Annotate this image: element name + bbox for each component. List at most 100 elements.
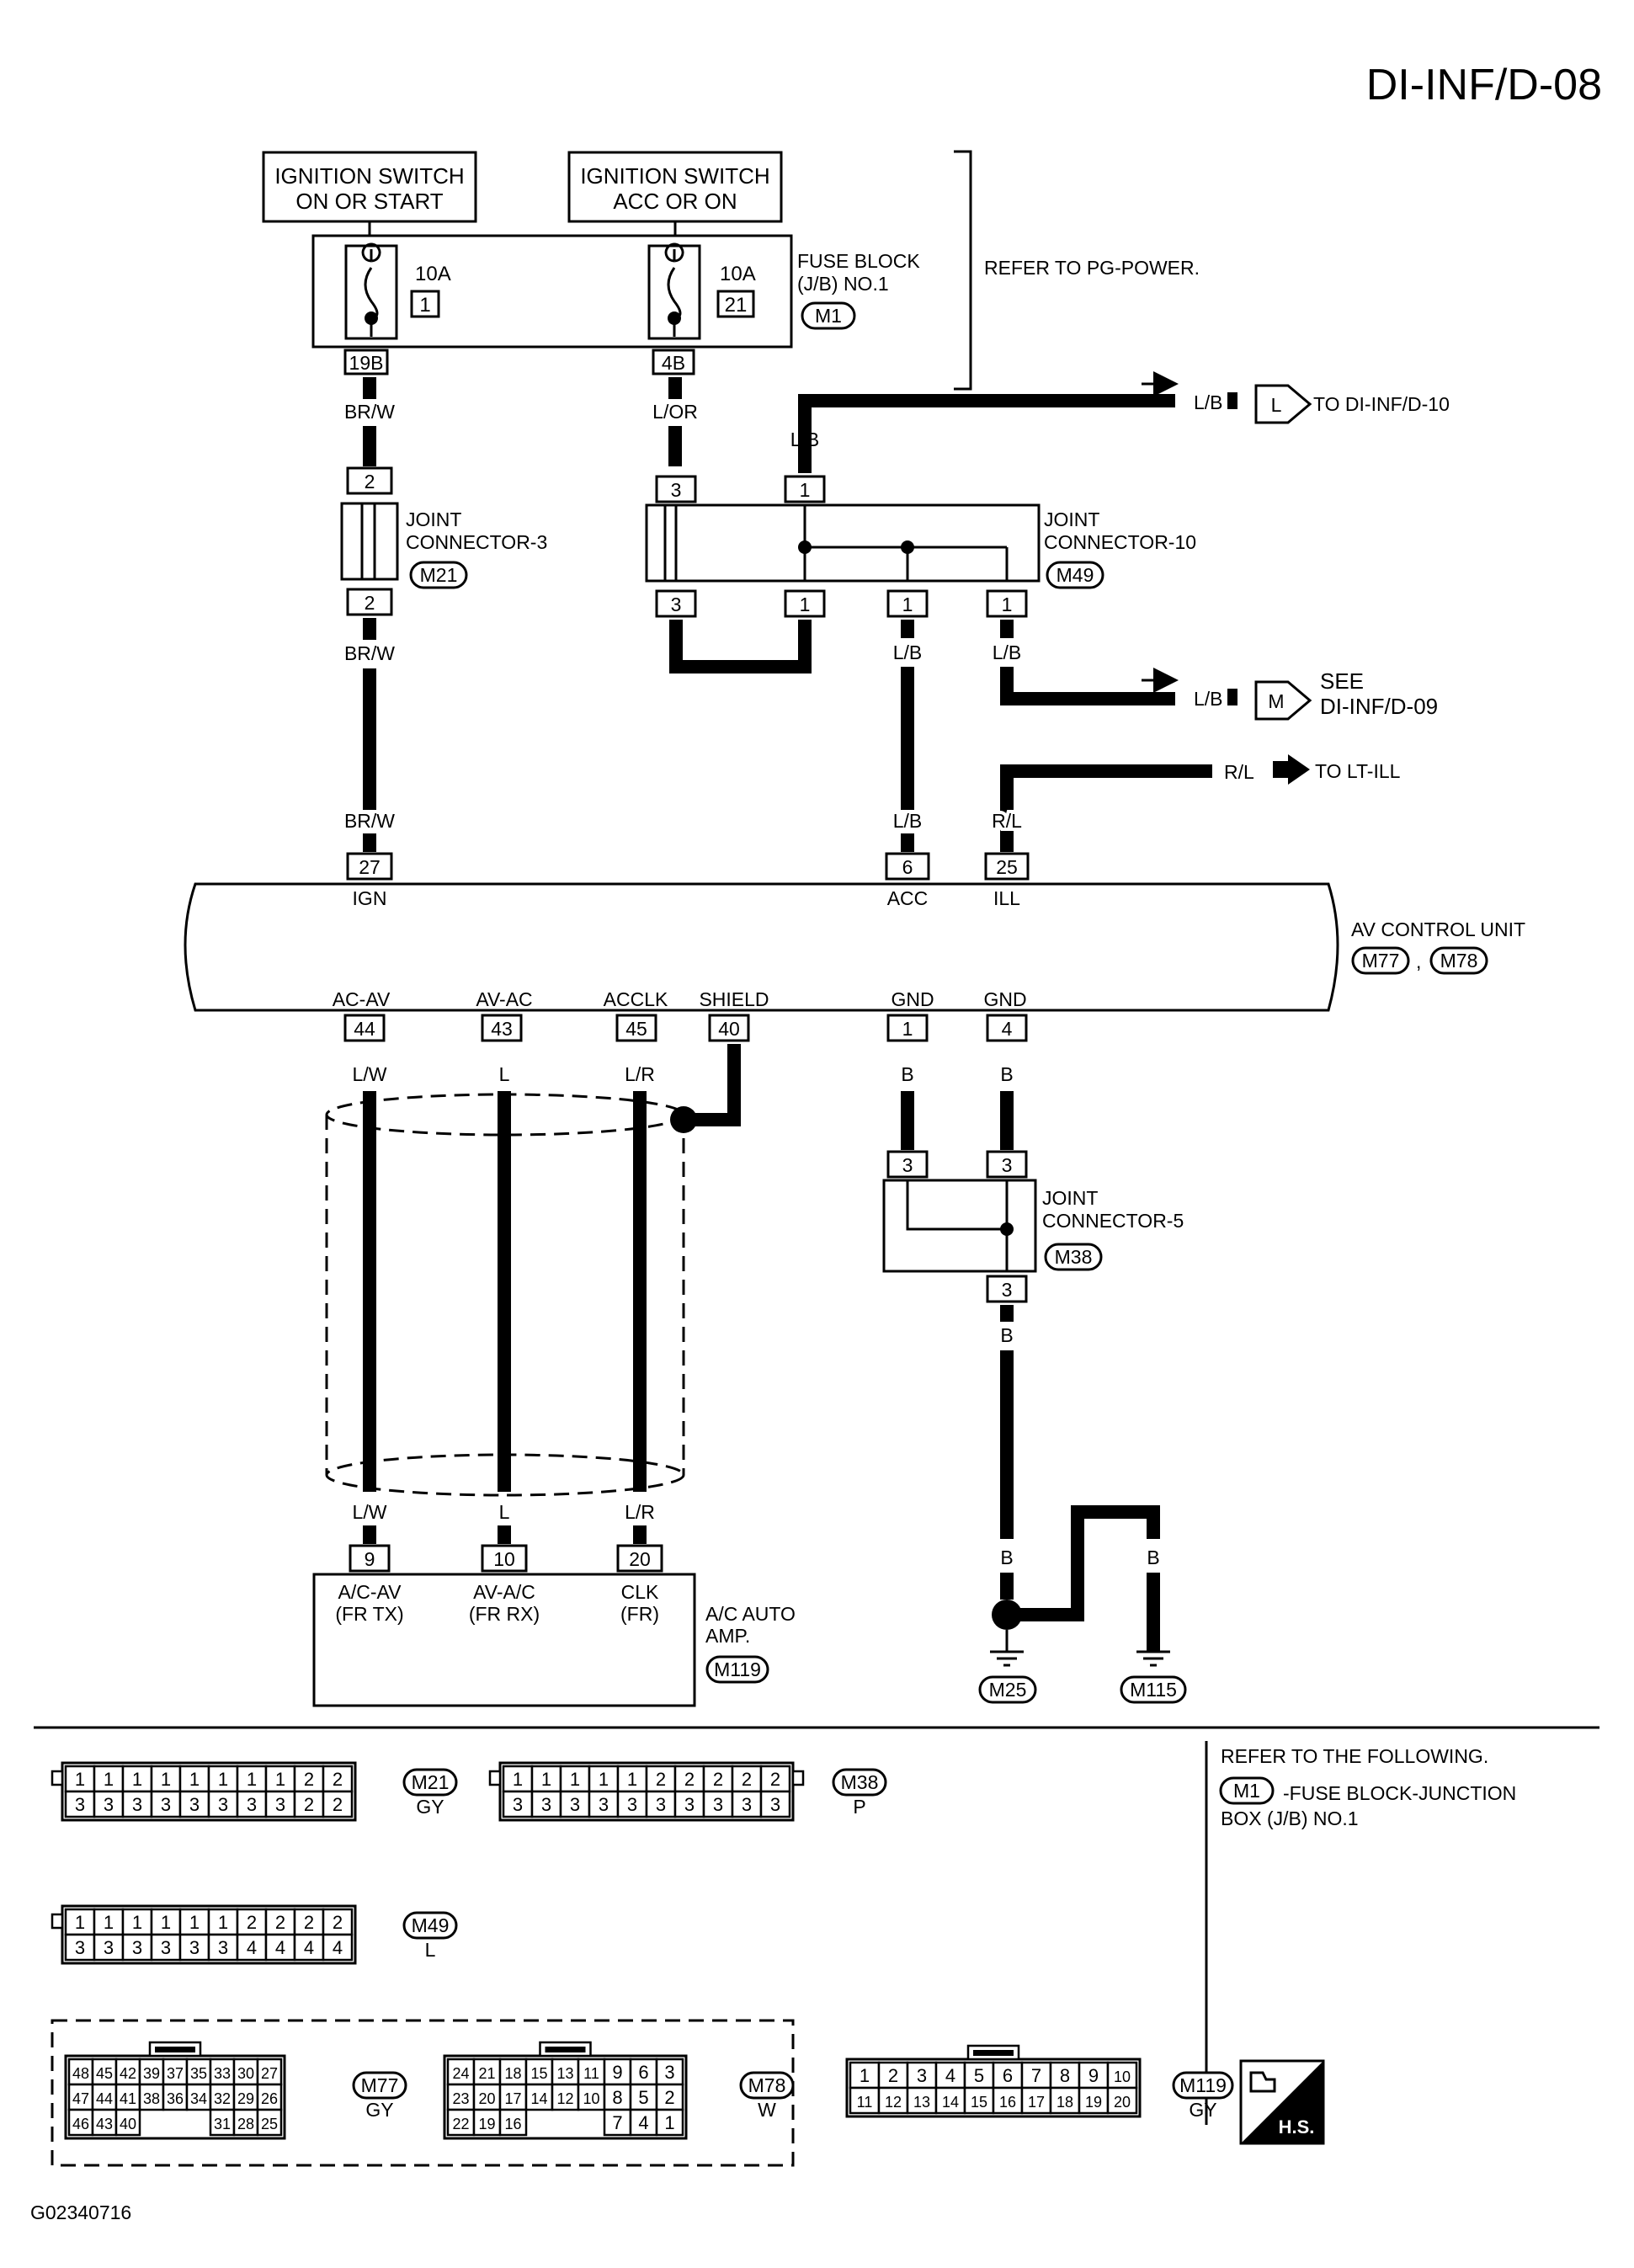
svg-text:4: 4 (247, 1937, 257, 1958)
ground-m115-icon: M115 (1120, 1650, 1187, 1704)
svg-text:1: 1 (902, 594, 913, 615)
connector-pin: 3 (502, 1790, 534, 1818)
svg-text:2: 2 (365, 471, 375, 492)
svg-text:1: 1 (132, 1912, 142, 1933)
svg-text:28: 28 (237, 2116, 254, 2132)
power-source-2-line1: IGNITION SWITCH (580, 163, 769, 189)
connector-color: GY (416, 1796, 444, 1818)
term-gnd-1: GND (891, 988, 934, 1010)
wire-label-b-1: B (901, 1063, 913, 1085)
svg-text:1: 1 (800, 479, 811, 501)
svg-text:3: 3 (570, 1794, 580, 1815)
svg-text:10: 10 (583, 2090, 599, 2107)
svg-text:38: 38 (143, 2090, 160, 2107)
connector-pin: 36 (162, 2083, 189, 2111)
jc5-label-1: JOINT (1042, 1187, 1098, 1209)
svg-text:1: 1 (541, 1769, 551, 1790)
connector-pin: 18 (1049, 2086, 1081, 2115)
connector-pin: 3 (150, 1790, 182, 1818)
svg-text:3: 3 (917, 2065, 927, 2086)
wire-label-lb-m: L/B (993, 642, 1022, 663)
connector-pin: 2 (673, 1765, 705, 1793)
connector-id: M38 (841, 1771, 879, 1793)
av-connector-separator: , (1416, 950, 1421, 972)
connector-pin: 15 (524, 2058, 554, 2086)
svg-text:1: 1 (189, 1912, 200, 1933)
connector-pin: 1 (150, 1765, 182, 1793)
svg-text:34: 34 (190, 2090, 207, 2107)
figure-id: G02340716 (30, 2201, 131, 2223)
term-av-ac: AV-AC (476, 988, 532, 1010)
svg-text:3: 3 (104, 1937, 114, 1958)
connector-pin: 1 (121, 1765, 153, 1793)
connector-pin: 38 (138, 2083, 165, 2111)
power-source-2-line2: ACC OR ON (613, 189, 737, 214)
offpage-2-symbol: M (1268, 690, 1284, 712)
offpage-3-wire: R/L (1224, 761, 1254, 783)
svg-text:1: 1 (247, 1769, 257, 1790)
connector-pin: 3 (655, 2058, 684, 2086)
wire-label-lw-2: L/W (353, 1501, 387, 1523)
svg-text:7: 7 (612, 2112, 622, 2133)
svg-text:2: 2 (304, 1794, 314, 1815)
connector-pin: 4 (293, 1933, 325, 1962)
power-source-1-line2: ON OR START (295, 189, 443, 214)
connector-pin: 3 (207, 1933, 239, 1962)
svg-text:2: 2 (742, 1769, 752, 1790)
connector-pin: 3 (236, 1790, 268, 1818)
svg-text:3: 3 (247, 1794, 257, 1815)
svg-text:11: 11 (857, 2094, 873, 2111)
svg-text:20: 20 (1114, 2094, 1131, 2111)
svg-text:3: 3 (161, 1794, 171, 1815)
connector-pin: 46 (67, 2108, 94, 2137)
svg-text:2: 2 (888, 2065, 898, 2086)
fuse-terminal-19b: 19B (343, 349, 389, 375)
connector-pin: 1 (178, 1765, 210, 1793)
svg-text:3: 3 (513, 1794, 523, 1815)
wire-label-lb-acc: L/B (893, 642, 923, 663)
connector-pin: 3 (616, 1790, 648, 1818)
connector-pin: 2 (645, 1765, 677, 1793)
svg-text:31: 31 (214, 2116, 231, 2132)
svg-text:8: 8 (1060, 2065, 1070, 2086)
connector-pin: 2 (759, 1765, 791, 1793)
svg-text:CLK: CLK (621, 1581, 659, 1603)
svg-text:1: 1 (513, 1769, 523, 1790)
wire-label-lw-1: L/W (353, 1063, 387, 1085)
refer-following-title: REFER TO THE FOLLOWING. (1221, 1745, 1488, 1767)
svg-text:9: 9 (1088, 2065, 1099, 2086)
connector-color: W (758, 2099, 776, 2121)
svg-text:3: 3 (1002, 1154, 1013, 1176)
connector-pin: 34 (185, 2083, 212, 2111)
svg-text:(FR TX): (FR TX) (335, 1603, 403, 1625)
svg-text:(FR RX): (FR RX) (469, 1603, 540, 1625)
svg-text:3: 3 (161, 1937, 171, 1958)
svg-text:15: 15 (971, 2094, 987, 2111)
connector-pin: 1 (207, 1765, 239, 1793)
connector-pin: 32 (209, 2083, 236, 2111)
svg-text:10: 10 (1114, 2068, 1131, 2085)
svg-text:25: 25 (261, 2116, 278, 2132)
connector-pin: 2 (877, 2061, 909, 2090)
connector-pin: 29 (232, 2083, 259, 2111)
svg-text:42: 42 (120, 2065, 136, 2082)
connector-pin: 12 (551, 2083, 580, 2111)
connector-pin: 31 (209, 2108, 236, 2137)
fuse-1-rating: 10A (415, 263, 451, 285)
av-connector-m77: M77 (1362, 950, 1400, 972)
svg-text:3: 3 (218, 1794, 228, 1815)
connector-pin: 1 (264, 1765, 296, 1793)
svg-text:1: 1 (599, 1769, 609, 1790)
wire-label-lb-top: L/B (790, 429, 820, 450)
svg-text:6: 6 (638, 2062, 648, 2083)
svg-text:29: 29 (237, 2090, 254, 2107)
svg-text:3: 3 (541, 1794, 551, 1815)
svg-text:43: 43 (491, 1018, 513, 1040)
connector-pin: 18 (498, 2058, 528, 2086)
svg-text:3: 3 (599, 1794, 609, 1815)
connector-pin: 11 (849, 2086, 881, 2115)
connector-pin: 3 (731, 1790, 763, 1818)
fuse-terminal-4b: 4B (652, 349, 695, 375)
